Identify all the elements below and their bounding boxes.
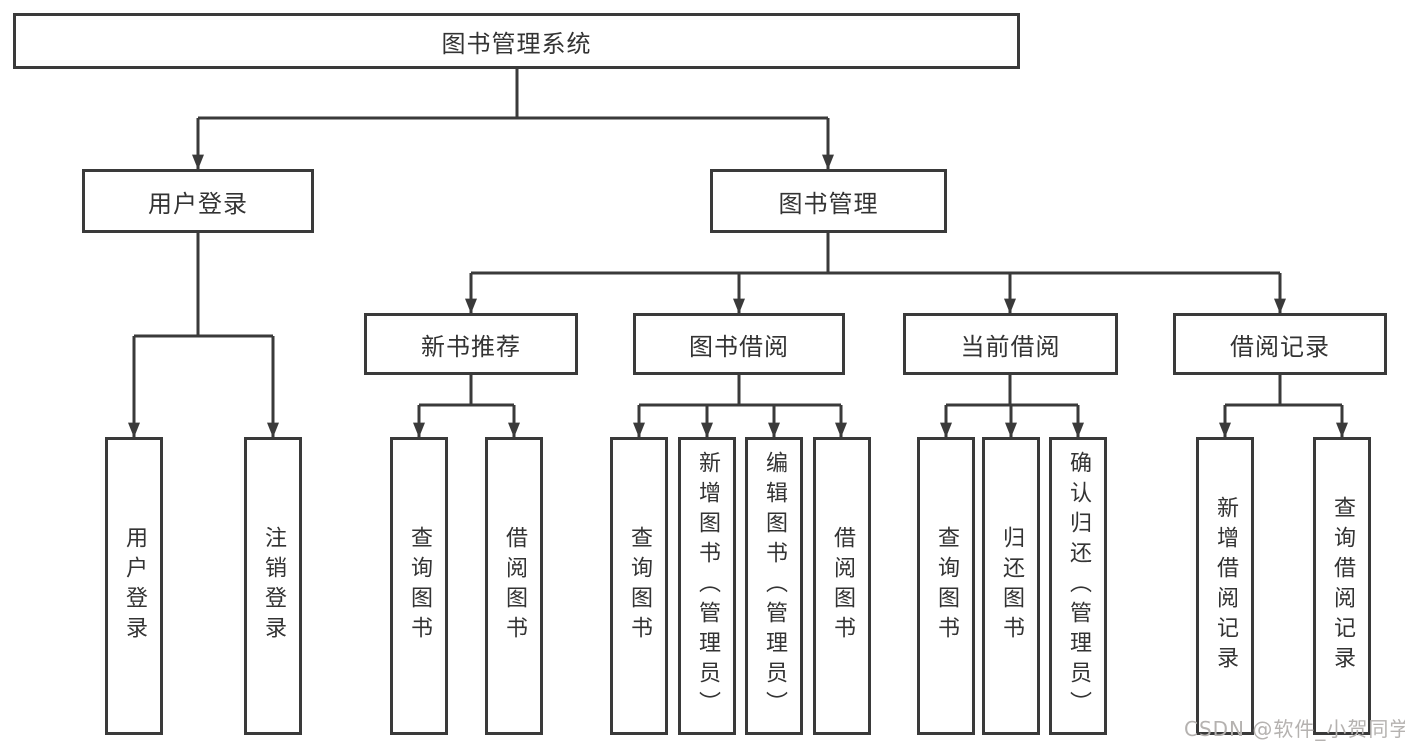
csdn-watermark: CSDN @软件_小贺同学 — [1184, 717, 1405, 741]
leaf-user-login: 用户登录 — [105, 437, 163, 735]
node-book-borrow: 图书借阅 — [633, 313, 845, 375]
leaf-logout: 注销登录 — [244, 437, 302, 735]
leaf-borrow-books-recommend: 借阅图书 — [485, 437, 543, 735]
node-new-book-recommend: 新书推荐 — [364, 313, 578, 375]
node-book-management: 图书管理 — [710, 169, 947, 233]
leaf-borrow-books-label: 借阅图书 — [830, 526, 855, 646]
leaf-borrow-books-recommend-label: 借阅图书 — [502, 526, 527, 646]
node-root-label: 图书管理系统 — [441, 29, 592, 58]
leaf-add-books-admin: 新增图书（管理员） — [678, 437, 736, 735]
leaf-edit-books-admin: 编辑图书（管理员） — [745, 437, 803, 735]
leaf-add-borrow-record-label: 新增借阅记录 — [1213, 496, 1238, 676]
leaf-add-books-admin-label: 新增图书（管理员） — [695, 451, 720, 721]
leaf-confirm-return-admin: 确认归还（管理员） — [1049, 437, 1107, 735]
leaf-add-borrow-record: 新增借阅记录 — [1196, 437, 1254, 735]
leaf-query-books-borrow: 查询图书 — [610, 437, 668, 735]
leaf-borrow-books: 借阅图书 — [813, 437, 871, 735]
leaf-user-login-label: 用户登录 — [122, 526, 147, 646]
leaf-query-books-recommend: 查询图书 — [390, 437, 448, 735]
node-book-borrow-label: 图书借阅 — [689, 332, 789, 361]
node-book-management-label: 图书管理 — [778, 189, 879, 218]
node-new-book-recommend-label: 新书推荐 — [421, 332, 521, 361]
node-user-login: 用户登录 — [82, 169, 314, 233]
node-borrow-record: 借阅记录 — [1173, 313, 1387, 375]
node-current-borrow-label: 当前借阅 — [960, 332, 1061, 361]
leaf-query-books-borrow-label: 查询图书 — [627, 526, 652, 646]
node-borrow-record-label: 借阅记录 — [1230, 332, 1330, 361]
node-user-login-label: 用户登录 — [148, 189, 248, 218]
leaf-return-books-label: 归还图书 — [999, 526, 1024, 646]
node-root-system: 图书管理系统 — [13, 13, 1020, 69]
leaf-confirm-return-admin-label: 确认归还（管理员） — [1066, 451, 1091, 721]
node-current-borrow: 当前借阅 — [903, 313, 1118, 375]
leaf-query-borrow-record: 查询借阅记录 — [1313, 437, 1371, 735]
leaf-query-books-current-label: 查询图书 — [934, 526, 959, 646]
leaf-edit-books-admin-label: 编辑图书（管理员） — [762, 451, 787, 721]
leaf-return-books: 归还图书 — [982, 437, 1040, 735]
leaf-logout-label: 注销登录 — [261, 526, 286, 646]
leaf-query-books-current: 查询图书 — [917, 437, 975, 735]
leaf-query-borrow-record-label: 查询借阅记录 — [1330, 496, 1355, 676]
leaf-query-books-recommend-label: 查询图书 — [407, 526, 432, 646]
